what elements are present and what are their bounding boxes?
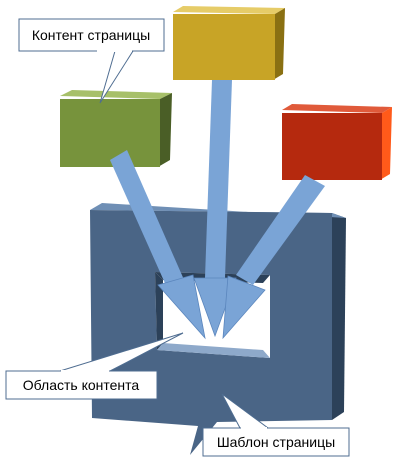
callout-page-template: Шаблон страницы xyxy=(202,393,350,457)
callout-content-area-label: Область контента xyxy=(23,377,140,393)
red-content-block xyxy=(282,104,392,180)
callout-content-area: Область контента xyxy=(5,332,184,400)
green-content-block xyxy=(60,90,172,167)
content-arrows xyxy=(110,80,325,340)
callout-page-content-label: Контент страницы xyxy=(32,27,150,43)
arrow-shaft-green xyxy=(110,150,185,290)
arrow-shaft-red xyxy=(236,175,325,285)
arrow-head-red xyxy=(222,275,266,340)
callout-page-template-label: Шаблон страницы xyxy=(217,434,335,450)
callout-page-content: Контент страницы xyxy=(18,18,165,104)
arrow-head-green xyxy=(157,274,206,340)
yellow-content-block xyxy=(173,6,285,80)
arrow-shaft-yellow xyxy=(205,80,232,278)
